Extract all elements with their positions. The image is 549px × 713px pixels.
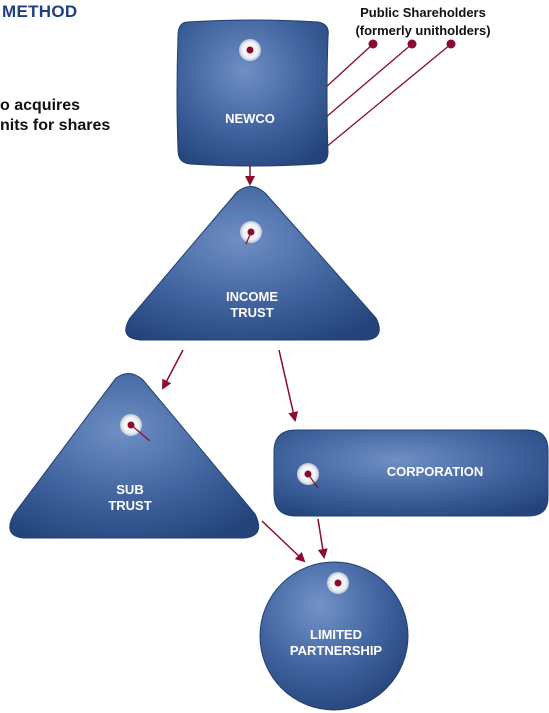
shareholders-line-2: (formerly unitholders) — [355, 23, 491, 38]
limited-partnership-label: LIMITED PARTNERSHIP — [274, 627, 398, 659]
sub-trust-node — [9, 373, 260, 539]
shareholder-line-3 — [324, 43, 452, 149]
arrow-income-trust-to-sub-trust — [162, 349, 184, 390]
arrow-sub-trust-to-limited-partnership — [261, 520, 306, 563]
shareholder-line-1 — [324, 43, 374, 89]
limited-partnership-label-line-2: PARTNERSHIP — [289, 643, 383, 658]
limited-partnership-node — [259, 561, 409, 711]
subtitle-line-1: o acquires — [0, 97, 81, 114]
public-shareholders-label: Public Shareholders (formerly unitholder… — [318, 4, 528, 40]
shareholder-dot-3 — [446, 39, 456, 49]
sub-trust-label-line-1: SUB — [116, 482, 144, 497]
ownership-arrows — [162, 166, 328, 563]
shareholder-line-2 — [324, 43, 413, 119]
corporation-label: CORPORATION — [386, 464, 484, 479]
newco-node — [176, 19, 329, 167]
newco-label: NEWCO — [225, 111, 275, 126]
arrow-income-trust-to-corporation — [278, 349, 299, 422]
shareholder-dot-1 — [368, 39, 378, 49]
sub-trust-label: SUB TRUST — [90, 482, 170, 514]
subtitle: o acquires nits for shares — [0, 96, 110, 136]
limited-partnership-label-line-1: LIMITED — [310, 627, 362, 642]
arrow-corporation-to-limited-partnership — [317, 518, 328, 559]
shareholder-dot-2 — [407, 39, 417, 49]
income-trust-label-line-1: INCOME — [226, 289, 278, 304]
income-trust-label: INCOME TRUST — [200, 289, 304, 321]
subtitle-line-2: nits for shares — [0, 117, 111, 134]
income-trust-node — [125, 186, 380, 341]
shareholders-line-1: Public Shareholders — [360, 5, 486, 20]
shareholder-links — [324, 39, 456, 149]
corporation-node — [273, 429, 549, 517]
page-title: METHOD — [2, 2, 78, 21]
income-trust-label-line-2: TRUST — [230, 305, 274, 320]
sub-trust-label-line-2: TRUST — [108, 498, 152, 513]
